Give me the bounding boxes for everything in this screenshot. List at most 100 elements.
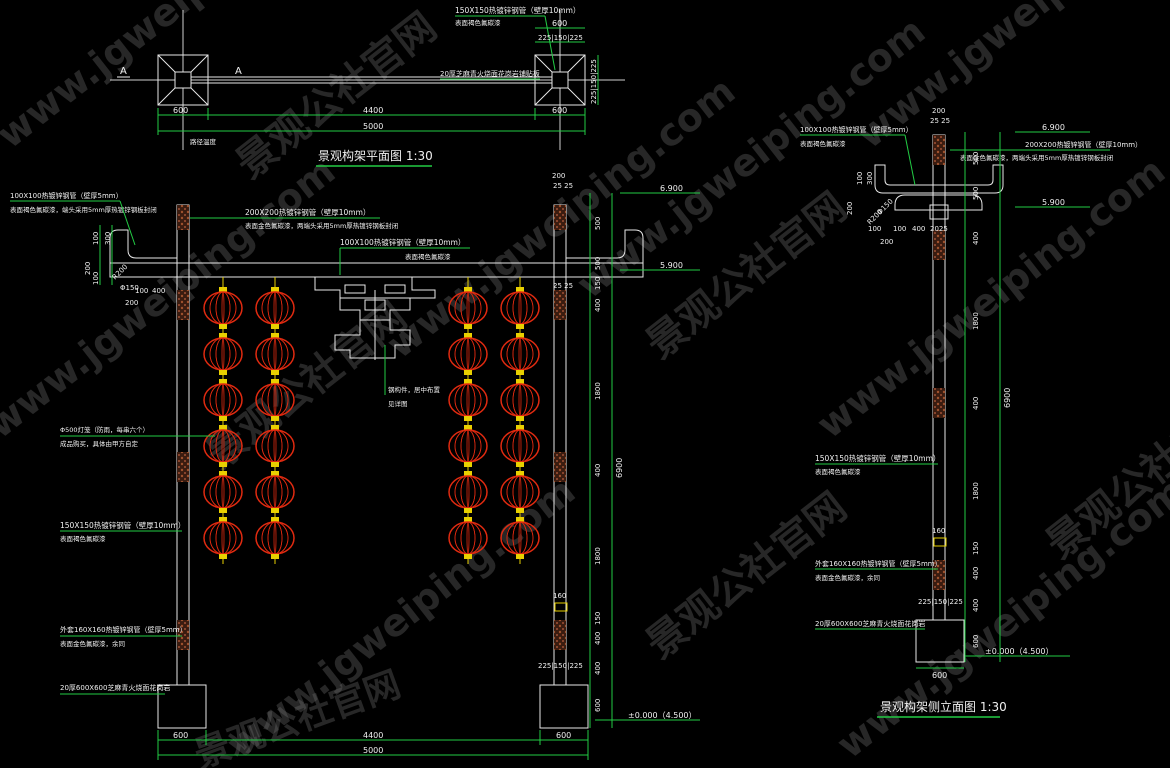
front-elevation (109, 204, 644, 729)
lantern (203, 333, 243, 380)
side-right-dim: 400 (972, 567, 980, 580)
lantern-string-3 (448, 277, 488, 564)
side-elev-mid: 5.900 (1042, 198, 1065, 207)
lantern (255, 379, 295, 426)
side-right-dim: 500 (972, 152, 980, 165)
side-annotations: 100X100热镀锌钢管（壁厚5mm） 表面褐色氟碳漆 200X200热镀锌钢管… (800, 107, 1142, 718)
front-left-dim: 400 (152, 287, 165, 295)
front-right-dim: 150 (594, 277, 602, 290)
front-right-dim: 400 (594, 464, 602, 477)
front-right-dim: 400 (594, 632, 602, 645)
lantern-string-4 (500, 277, 540, 564)
front-note-ornament: 钢构件，居中布置 (388, 385, 441, 394)
front-sleeve-label: 160 (553, 592, 566, 600)
front-right-dim: 400 (594, 662, 602, 675)
front-note-column-finish: 表面褐色氟碳漆 (60, 534, 106, 543)
front-note-ornament-2: 见详图 (388, 399, 408, 408)
front-note-sleeve: 外套160X160热镀锌钢管（壁厚5mm） (60, 625, 187, 634)
side-left-dim: 100 (893, 225, 906, 233)
front-left-dim: R200 (111, 263, 130, 282)
plan-dim-span: 4400 (363, 106, 383, 115)
front-note-beam-finish: 表面金色氟碳漆，两端头采用5mm厚热镀锌钢板封闭 (245, 221, 398, 230)
front-left-dim: 100 (92, 232, 100, 245)
side-note-sleeve: 外套160X160热镀锌钢管（壁厚5mm） (815, 559, 942, 568)
right-base (539, 684, 589, 729)
front-left-dim: Φ150 (120, 284, 139, 292)
side-top-dim: 200 (932, 107, 945, 115)
side-left-dim: 100 (856, 172, 864, 185)
side-right-dim: 400 (972, 599, 980, 612)
lantern (500, 425, 540, 472)
lantern (500, 333, 540, 380)
lantern (500, 287, 540, 334)
side-left-dim: 400 (912, 225, 925, 233)
plan-dim-right-side: 225|150|225 (590, 59, 598, 104)
front-right-dim: 400 (594, 299, 602, 312)
lantern (448, 287, 488, 334)
lantern (448, 425, 488, 472)
plan-note-pipe-finish: 表面褐色氟碳漆 (455, 18, 501, 27)
lantern (500, 517, 540, 564)
side-right-dim: 1800 (972, 312, 980, 330)
front-right-dim: 1800 (594, 547, 602, 565)
front-note-mid-pipe: 100X100热镀锌钢管（壁厚10mm） (340, 237, 465, 247)
side-right-dim: 400 (972, 397, 980, 410)
front-dim-right-col: 600 (556, 731, 571, 740)
side-right-dim: 1800 (972, 482, 980, 500)
side-height-total: 6900 (1003, 388, 1012, 408)
lantern (203, 379, 243, 426)
section-marker-left: A (120, 66, 127, 77)
front-note-lantern: Φ500灯笼（防雨，每串六个） (60, 425, 149, 434)
front-base-parts: 225|150|225 (538, 662, 583, 670)
lantern (448, 471, 488, 518)
lantern (255, 471, 295, 518)
side-note-top-pipe: 100X100热镀锌钢管（壁厚5mm） (800, 125, 913, 134)
plan-annotations: A A 150X150热镀锌钢管（壁厚10mm） 表面褐色氟碳漆 20厚芝麻青火… (117, 5, 599, 167)
side-sleeve-label: 160 (932, 527, 945, 535)
plan-view (110, 10, 625, 150)
lantern (448, 517, 488, 564)
side-right-dim: 400 (972, 232, 980, 245)
front-note-top-pipe-finish: 表面褐色氟碳漆，端头采用5mm厚热镀锌钢板封闭 (10, 205, 157, 214)
side-elev-top: 6.900 (1042, 123, 1065, 132)
front-elev-mid: 5.900 (660, 261, 683, 270)
plan-note-pipe: 150X150热镀锌钢管（壁厚10mm） (455, 5, 580, 15)
front-right-dim: 150 (594, 612, 602, 625)
front-note-sleeve-finish: 表面金色氟碳漆，余同 (60, 639, 125, 648)
left-base (157, 684, 207, 729)
section-marker-right: A (235, 66, 242, 77)
side-note-column-finish: 表面褐色氟碳漆 (815, 467, 861, 476)
plan-dim-top-parts: 225|150|225 (538, 34, 583, 42)
side-right-dim: 600 (972, 635, 980, 648)
front-right-dim: 500 (594, 217, 602, 230)
plan-title: 景观构架平面图 1:30 (318, 148, 433, 163)
side-left-dim: 200 (846, 202, 854, 215)
lantern (255, 517, 295, 564)
side-left-dim: Φ150 (876, 197, 895, 216)
side-note-beam: 200X200热镀锌钢管（壁厚10mm） (1025, 140, 1142, 149)
front-height-total: 6900 (615, 458, 624, 478)
lantern (500, 471, 540, 518)
lantern (255, 425, 295, 472)
front-annotations: 100X100热镀锌钢管（壁厚5mm） 表面褐色氟碳漆，端头采用5mm厚热镀锌钢… (10, 172, 700, 760)
side-note-base: 20厚600X600芝麻青火烧面花岗岩 (815, 619, 925, 628)
lantern-string-1 (203, 277, 243, 564)
side-column (932, 134, 946, 621)
side-note-top-pipe-finish: 表面褐色氟碳漆 (800, 139, 846, 148)
plan-dim-top-total: 600 (552, 19, 567, 28)
lantern (203, 517, 243, 564)
front-note-top-pipe: 100X100热镀锌钢管（壁厚5mm） (10, 191, 123, 200)
lantern (448, 379, 488, 426)
side-left-dim: 100 (868, 225, 881, 233)
lantern (203, 425, 243, 472)
front-dim-left-col: 600 (173, 731, 188, 740)
plan-dim-total: 5000 (363, 122, 383, 131)
side-note-beam-finish: 表面金色氟碳漆，两端头采用5mm厚热镀锌钢板封闭 (960, 153, 1113, 162)
side-right-dim: 500 (972, 187, 980, 200)
plan-note-stone: 20厚芝麻青火烧面花岗岩铺贴板 (440, 69, 540, 78)
side-left-dim: 200 (880, 238, 893, 246)
front-elev-top: 6.900 (660, 184, 683, 193)
side-note-sleeve-finish: 表面金色氟碳漆，余同 (815, 573, 880, 582)
front-right-dim: 1800 (594, 382, 602, 400)
